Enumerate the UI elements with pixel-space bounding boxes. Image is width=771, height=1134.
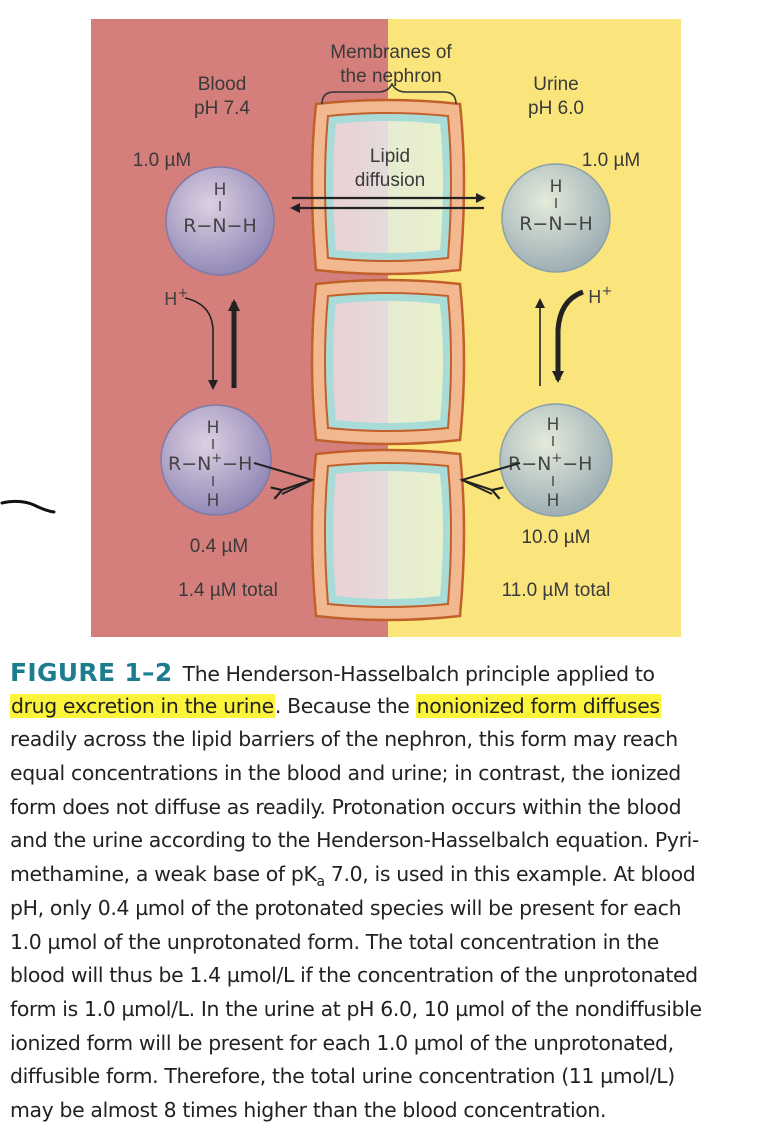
caption-line: form is 1.0 µmol/L. In the urine at pH 6…: [10, 996, 702, 1021]
blood-title: Blood: [198, 74, 247, 95]
urine-ionized-h-bottom: H: [547, 491, 560, 511]
urine-ionized-rn: R−N: [508, 453, 551, 475]
caption-text: . Because the: [274, 693, 416, 718]
caption-line: 1.0 µmol of the unprotonated form. The t…: [10, 929, 660, 954]
urine-h-plus: H+: [588, 284, 612, 308]
urine-ionized-h: −H: [562, 453, 592, 475]
pen-mark: [0, 499, 56, 514]
highlighted-text: nonionized form diffuses: [415, 693, 661, 718]
blood-unionized-conc: 1.0 µM: [133, 150, 191, 171]
membranes-brace: [321, 82, 457, 105]
blood-ionized-h-top: H: [207, 418, 220, 438]
urine-unionized-h-top: H: [550, 177, 563, 197]
lipid-label-line2: diffusion: [355, 170, 425, 191]
blood-ionized-charge: +: [211, 451, 222, 466]
lipid-label-line1: Lipid: [370, 146, 410, 167]
caption-line: equal concentrations in the blood and ur…: [10, 761, 681, 786]
urine-unionized-sphere: [501, 163, 611, 273]
membranes-label-line2: the nephron: [340, 66, 441, 87]
caption-text: 7.0, is used in this example. At blood: [324, 862, 696, 887]
caption-text: methamine, a weak base of pK: [10, 862, 317, 887]
blood-ionized-conc: 0.4 µM: [190, 536, 248, 557]
blood-ionized-h-bottom: H: [207, 491, 220, 511]
blood-h-plus-h: H: [164, 289, 178, 310]
urine-h-plus-sign: +: [602, 284, 613, 299]
figure-label: FIGURE 1–2: [10, 658, 173, 687]
caption-line: may be almost 8 times higher than the bl…: [10, 1097, 607, 1122]
caption-line: readily across the lipid barriers of the…: [10, 727, 678, 752]
caption-line: ionized form will be present for each 1.…: [10, 1030, 674, 1055]
caption-line: form does not diffuse as readily. Proton…: [10, 794, 682, 819]
blood-protonation-arrow: [184, 297, 218, 390]
urine-ionized-conc: 10.0 µM: [521, 527, 590, 548]
urine-h-plus-h: H: [588, 287, 602, 308]
urine-title: Urine: [533, 74, 578, 95]
blood-ionized-h: −H: [222, 453, 252, 475]
blood-unionized-formula: R−N−H: [183, 215, 257, 237]
caption-line: blood will thus be 1.4 µmol/L if the con…: [10, 963, 698, 988]
blood-ionized-sphere: [160, 404, 272, 516]
urine-ionized-formula: R−N+−H: [508, 451, 592, 475]
blood-ph: pH 7.4: [194, 98, 250, 119]
membrane-cell-middle: [310, 278, 466, 446]
urine-blocked-chevron: [459, 462, 521, 495]
blood-ionized-rn: R−N: [168, 453, 211, 475]
urine-ionized-h-top: H: [547, 415, 560, 435]
figure-caption: FIGURE 1–2 The Henderson-Hasselbalch pri…: [10, 656, 766, 1128]
subscript: a: [316, 874, 326, 891]
urine-protonation-arrow: [552, 289, 584, 383]
urine-ionized-charge: +: [551, 451, 562, 466]
blood-h-plus: H+: [164, 286, 188, 310]
blood-total: 1.4 µM total: [178, 580, 278, 601]
caption-line: FIGURE 1–2 The Henderson-Hasselbalch pri…: [10, 656, 766, 690]
membrane-cells: [310, 98, 466, 622]
membranes-label-line1: Membranes of: [330, 42, 452, 63]
blood-ionized-formula: R−N+−H: [168, 451, 252, 475]
caption-text: The Henderson-Hasselbalch principle appl…: [176, 662, 655, 686]
caption-line: pH, only 0.4 µmol of the protonated spec…: [10, 895, 682, 920]
caption-line: methamine, a weak base of pKa 7.0, is us…: [10, 858, 766, 892]
membrane-cell-bottom: [310, 448, 466, 622]
urine-ionized-sphere: [499, 403, 613, 517]
blood-h-plus-sign: +: [178, 286, 189, 301]
nephron-figure: Membranes of the nephron Blood pH 7.4 Ur…: [0, 19, 681, 637]
caption-line: and the urine according to the Henderson…: [10, 828, 699, 853]
urine-unionized-conc: 1.0 µM: [582, 150, 640, 171]
urine-total: 11.0 µM total: [502, 580, 611, 601]
caption-line: diffusible form. Therefore, the total ur…: [10, 1064, 675, 1089]
highlighted-text: drug excretion in the urine: [10, 693, 275, 718]
urine-unionized-formula: R−N−H: [519, 213, 593, 235]
blood-blocked-chevron: [253, 462, 315, 495]
blood-unionized-h-top: H: [214, 180, 227, 200]
blood-unionized-sphere: [165, 166, 275, 276]
caption-line: drug excretion in the urine. Because the…: [10, 690, 766, 724]
urine-ph: pH 6.0: [528, 98, 584, 119]
